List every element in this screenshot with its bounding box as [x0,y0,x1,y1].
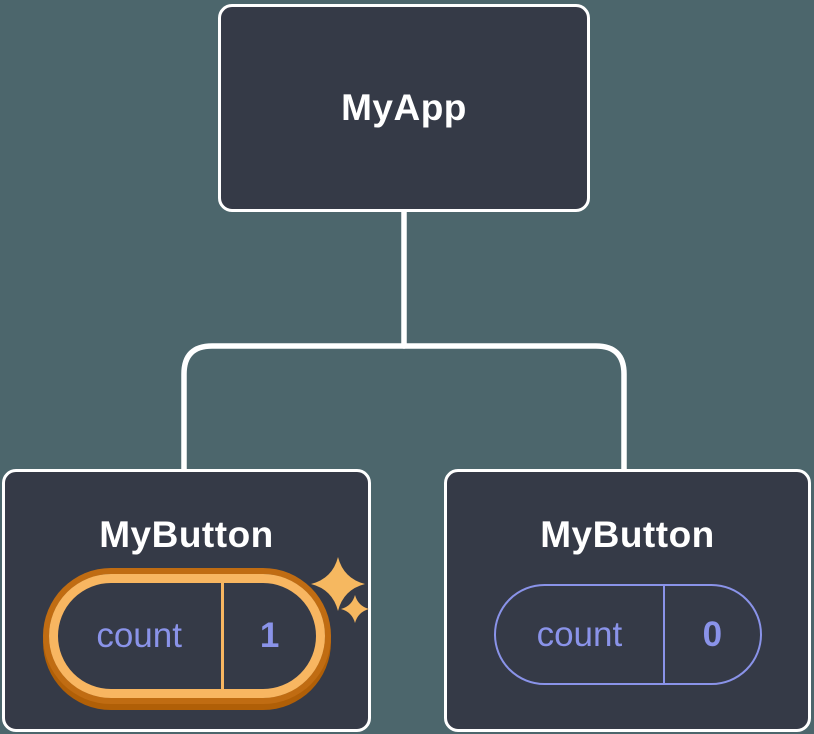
state-pill-highlighted: count 1 [48,574,325,698]
state-value: 0 [663,586,759,683]
sparkle-small [341,595,369,623]
node-label-mybutton-right: MyButton [540,514,715,555]
state-key: count [96,616,182,655]
tree-node-myapp: MyApp [218,4,590,212]
connector-branch [181,343,627,473]
tree-node-mybutton-left: MyButton count 1 [2,469,371,732]
tree-node-mybutton-right: MyButton count 0 [444,469,811,732]
node-label-mybutton-left: MyButton [99,514,274,555]
sparkle-large [311,557,365,611]
state-pill-plain: count 0 [493,584,762,685]
state-key: count [536,614,623,654]
node-label-myapp: MyApp [341,87,467,128]
state-value: 1 [220,583,316,689]
